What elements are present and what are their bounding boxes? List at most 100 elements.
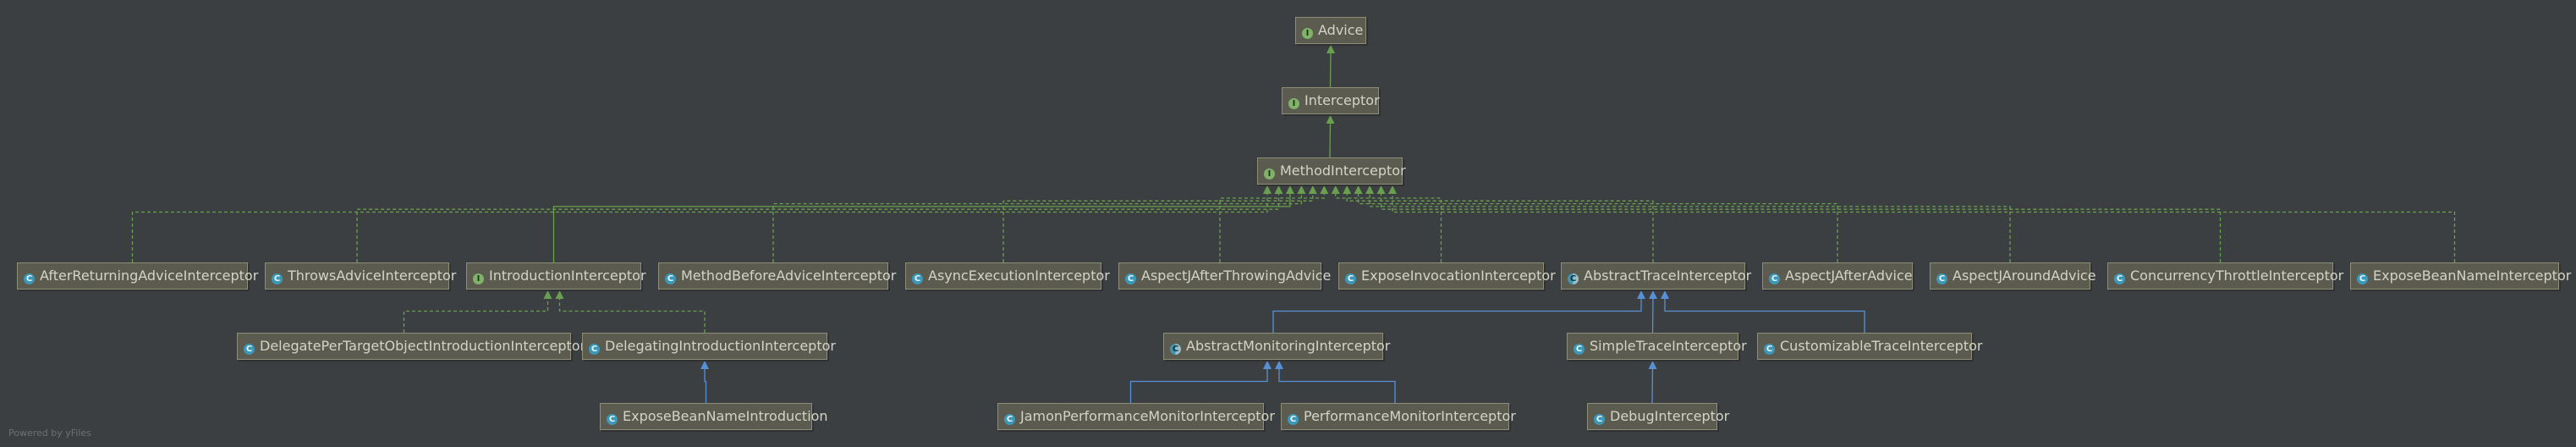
node-label: ThrowsAdviceInterceptor xyxy=(288,268,457,284)
node-label: AspectJAfterAdvice xyxy=(1785,268,1913,284)
node-label: AbstractMonitoringInterceptor xyxy=(1186,338,1391,354)
edge-abstract-monitoring-interceptor-to-abstract-trace-interceptor xyxy=(1272,297,1642,333)
class-icon: C xyxy=(589,344,600,355)
node-label: CustomizableTraceInterceptor xyxy=(1780,338,1983,354)
node-label: AspectJAroundAdvice xyxy=(1953,268,2096,284)
arrowhead xyxy=(1285,185,1294,194)
edge-delegating-introduction-interceptor-to-introduction-interceptor xyxy=(558,297,706,333)
node-label: PerformanceMonitorInterceptor xyxy=(1304,408,1516,424)
node-label: ConcurrencyThrottleInterceptor xyxy=(2130,268,2344,284)
arrowhead xyxy=(1326,115,1335,124)
class-icon: C xyxy=(1574,344,1585,355)
edge-performance-monitor-interceptor-to-abstract-monitoring-interceptor xyxy=(1278,367,1396,403)
class-icon: C xyxy=(665,273,676,284)
node-expose-bean-name-introduction[interactable]: C ExposeBeanNameIntroduction xyxy=(600,403,828,430)
edge-after-returning-advice-interceptor-to-method-interceptor xyxy=(131,192,1268,262)
class-icon: C xyxy=(1936,273,1947,284)
node-label: MethodInterceptor xyxy=(1280,163,1406,179)
edge-method-before-advice-interceptor-to-method-interceptor xyxy=(772,192,1303,262)
class-icon: C xyxy=(244,344,255,355)
edge-async-execution-interceptor-to-method-interceptor xyxy=(1002,192,1314,262)
edge-abstract-trace-interceptor-to-method-interceptor xyxy=(1346,192,1654,262)
node-label: ExposeBeanNameIntroduction xyxy=(623,408,828,424)
edge-concurrency-throttle-interceptor-to-method-interceptor xyxy=(1380,192,2222,262)
arrowhead xyxy=(1365,185,1375,194)
node-label: SimpleTraceInterceptor xyxy=(1590,338,1747,354)
node-customizable-trace-interceptor[interactable]: C CustomizableTraceInterceptor xyxy=(1757,333,1982,360)
edge-method-interceptor-to-interceptor xyxy=(1329,121,1332,158)
node-after-returning-advice-interceptor[interactable]: C AfterReturningAdviceInterceptor xyxy=(17,262,258,290)
arrowhead xyxy=(1263,185,1272,194)
class-icon: C xyxy=(1288,414,1299,425)
arrowhead xyxy=(1326,45,1335,53)
interface-icon: I xyxy=(473,273,484,284)
edge-simple-trace-interceptor-to-abstract-trace-interceptor xyxy=(1651,296,1654,334)
edge-expose-invocation-interceptor-to-method-interceptor xyxy=(1335,192,1442,262)
node-aspectj-around-advice[interactable]: C AspectJAroundAdvice xyxy=(1930,262,2096,290)
node-label: AfterReturningAdviceInterceptor xyxy=(40,268,259,284)
edge-aspectj-after-advice-to-method-interceptor xyxy=(1357,192,1838,262)
edge-aspectj-around-advice-to-method-interceptor xyxy=(1369,192,2011,262)
node-label: DebugInterceptor xyxy=(1610,408,1730,424)
node-performance-monitor-interceptor[interactable]: C PerformanceMonitorInterceptor xyxy=(1281,403,1516,430)
arrowhead xyxy=(1637,290,1645,299)
node-abstract-monitoring-interceptor[interactable]: C AbstractMonitoringInterceptor xyxy=(1163,333,1390,360)
edge-customizable-trace-interceptor-to-abstract-trace-interceptor xyxy=(1664,297,1865,333)
arrowhead xyxy=(1263,361,1272,369)
arrowhead xyxy=(1376,185,1386,194)
node-throws-advice-interceptor[interactable]: C ThrowsAdviceInterceptor xyxy=(265,262,456,290)
edge-delegate-per-target-object-introduction-interceptor-to-introduction-interceptor xyxy=(403,297,549,333)
edge-jamon-performance-monitor-interceptor-to-abstract-monitoring-interceptor xyxy=(1129,367,1268,403)
arrowhead xyxy=(1274,185,1283,194)
class-icon: C xyxy=(1345,273,1356,284)
class-icon: C xyxy=(1125,273,1136,284)
arrowhead xyxy=(1388,185,1397,194)
edge-interceptor-to-advice xyxy=(1329,51,1332,88)
abstract-class-icon: C xyxy=(1170,344,1181,355)
abstract-class-icon: C xyxy=(1568,273,1579,284)
class-icon: C xyxy=(607,414,618,425)
arrowhead xyxy=(1354,185,1363,194)
class-icon: C xyxy=(272,273,283,284)
arrowhead xyxy=(1331,185,1340,194)
edge-introduction-interceptor-to-method-interceptor xyxy=(552,192,1291,262)
node-label: Interceptor xyxy=(1304,92,1380,108)
node-label: AbstractTraceInterceptor xyxy=(1584,268,1752,284)
node-label: DelegatingIntroductionInterceptor xyxy=(605,338,836,354)
class-icon: C xyxy=(24,273,35,284)
edge-expose-bean-name-introduction-to-delegating-introduction-interceptor xyxy=(704,367,707,403)
node-method-interceptor[interactable]: I MethodInterceptor xyxy=(1257,157,1406,185)
edge-throws-advice-interceptor-to-method-interceptor xyxy=(356,192,1280,262)
interface-icon: I xyxy=(1302,28,1313,39)
arrowhead xyxy=(1661,290,1669,299)
arrowhead xyxy=(1649,290,1657,299)
class-icon: C xyxy=(1769,273,1780,284)
interface-icon: I xyxy=(1264,168,1275,179)
node-abstract-trace-interceptor[interactable]: C AbstractTraceInterceptor xyxy=(1561,262,1751,290)
arrowhead xyxy=(1275,361,1283,369)
class-icon: C xyxy=(912,273,923,284)
arrowhead xyxy=(700,361,709,369)
class-icon: C xyxy=(1764,344,1775,355)
node-simple-trace-interceptor[interactable]: C SimpleTraceInterceptor xyxy=(1567,333,1747,360)
arrowhead xyxy=(555,290,564,299)
node-label: Advice xyxy=(1318,22,1364,38)
edge-aspectj-after-throwing-advice-to-method-interceptor xyxy=(1219,192,1325,262)
node-label: DelegatePerTargetObjectIntroductionInter… xyxy=(260,338,586,354)
node-aspectj-after-advice[interactable]: C AspectJAfterAdvice xyxy=(1762,262,1913,290)
node-delegating-introduction-interceptor[interactable]: C DelegatingIntroductionInterceptor xyxy=(582,333,836,360)
node-delegate-per-target-object-introduction-interceptor[interactable]: C DelegatePerTargetObjectIntroductionInte… xyxy=(237,333,585,360)
node-advice[interactable]: I Advice xyxy=(1295,17,1366,44)
